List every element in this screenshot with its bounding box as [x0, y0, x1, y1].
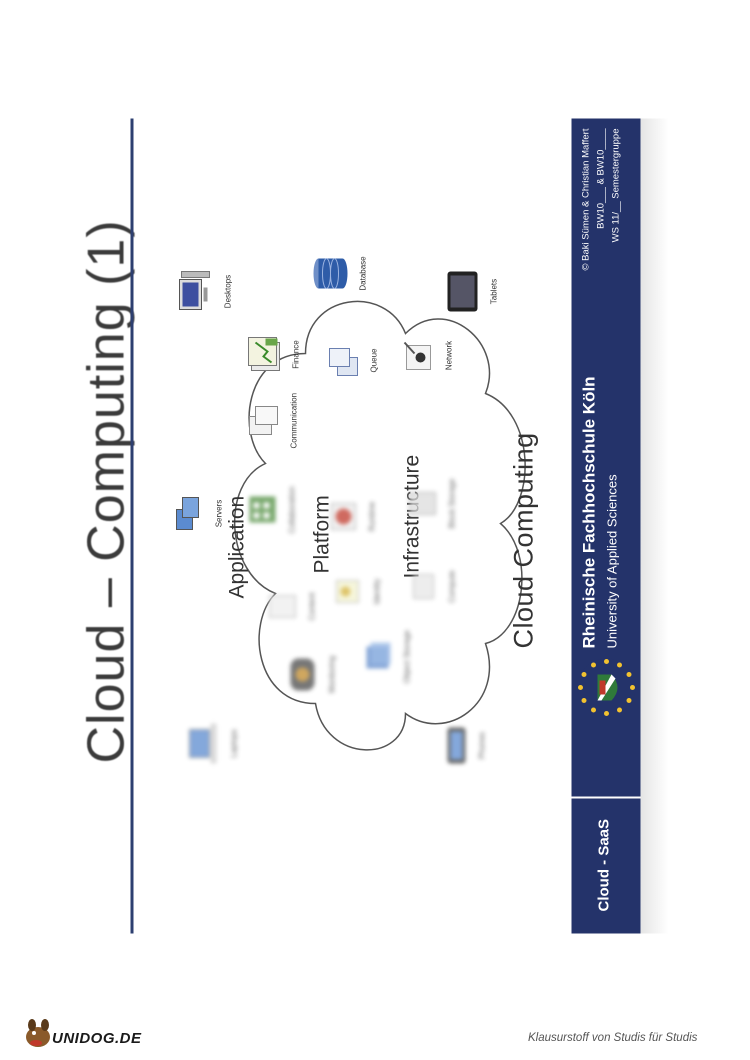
compute-item: Compute [405, 569, 456, 603]
credit-line-3: WS 11/__ Semestergruppe [610, 128, 621, 242]
communication-label: Communication [289, 392, 298, 448]
storage-label: Block Storage [447, 478, 456, 528]
slide-title: Cloud – Computing (1) [77, 218, 135, 763]
servers-item: Servers [170, 493, 223, 533]
phones-label: Phones [477, 731, 486, 759]
identity-label: Identity [372, 578, 381, 604]
database-icon [313, 257, 347, 289]
phone-icon [447, 727, 465, 763]
content-icon [268, 594, 296, 618]
storage-icon [408, 491, 436, 515]
monitoring-item: Monitoring [285, 655, 336, 693]
collaboration-icon [249, 496, 275, 523]
communication-item: Communication [245, 392, 298, 448]
tablets-label: Tablets [489, 278, 498, 304]
unidog-logo-icon [26, 1019, 50, 1047]
object-storage-label: Object Storage [402, 629, 411, 683]
compute-icon [412, 573, 434, 599]
queue-label: Queue [369, 347, 378, 373]
school-subtitle: University of Applied Sciences [604, 473, 619, 648]
storage-item: Block Storage [405, 478, 456, 528]
footer-credits: © Baki Sümen & Christian Maffert BW10___… [578, 128, 623, 333]
object-storage-item: Object Storage [360, 630, 411, 683]
identity-icon [335, 579, 359, 603]
laptop-icon [188, 723, 216, 763]
monitoring-icon [290, 658, 314, 690]
footer-separator [571, 796, 640, 798]
runtime-icon [330, 502, 356, 530]
tablets-item: Tablets [445, 269, 498, 313]
phones-item: Phones [445, 725, 486, 765]
finance-icon [247, 336, 280, 371]
identity-item: Identity [330, 574, 381, 608]
credit-line-2: BW10___ & BW10____ [595, 128, 606, 229]
database-label: Database [358, 255, 367, 291]
school-name: Rheinische Fachhochschule Köln [579, 375, 598, 648]
network-icon [403, 341, 431, 370]
network-item: Network [400, 337, 453, 373]
cloud-computing-label: Cloud Computing [508, 431, 538, 648]
collaboration-label: Collaboration [287, 485, 296, 533]
tagline: Klausurstoff von Studis für Studis [528, 1032, 698, 1044]
tablet-icon [447, 271, 477, 311]
finance-item: Finance [245, 335, 300, 373]
title-rule [130, 118, 133, 933]
communication-icon [248, 405, 278, 435]
credit-line-1: © Baki Sümen & Christian Maffert [580, 128, 591, 270]
servers-icon [175, 496, 199, 530]
desktops-item: Desktops [175, 269, 232, 313]
servers-label: Servers [214, 499, 223, 527]
database-item: Database [310, 253, 367, 293]
footer-crumb: Cloud - SaaS [595, 818, 612, 911]
laptops-item: Laptops [185, 721, 238, 765]
runtime-item: Runtime [325, 499, 376, 533]
desktops-label: Desktops [223, 274, 232, 308]
brand-text: UNIDOG.DE [52, 1030, 142, 1047]
content-label: Content [307, 591, 316, 621]
collaboration-item: Collaboration [245, 486, 296, 533]
object-storage-icon [366, 642, 390, 669]
footer-shadow [640, 118, 668, 933]
finance-label: Finance [291, 339, 300, 369]
queue-item: Queue [325, 342, 378, 378]
cloud-shape [233, 300, 526, 750]
runtime-label: Runtime [367, 501, 376, 531]
desktop-icon [178, 270, 210, 310]
laptops-label: Laptops [229, 728, 238, 758]
slide-footer: Cloud - SaaS Rheinische Fachhochschule K… [571, 118, 640, 933]
school-logo-icon [577, 658, 635, 716]
network-label: Network [444, 340, 453, 370]
queue-icon [328, 347, 358, 376]
content-item: Content [265, 589, 316, 623]
slide: Cloud – Computing (1) Application Platfo… [70, 118, 690, 933]
compute-label: Compute [447, 569, 456, 603]
monitoring-label: Monitoring [327, 655, 336, 693]
